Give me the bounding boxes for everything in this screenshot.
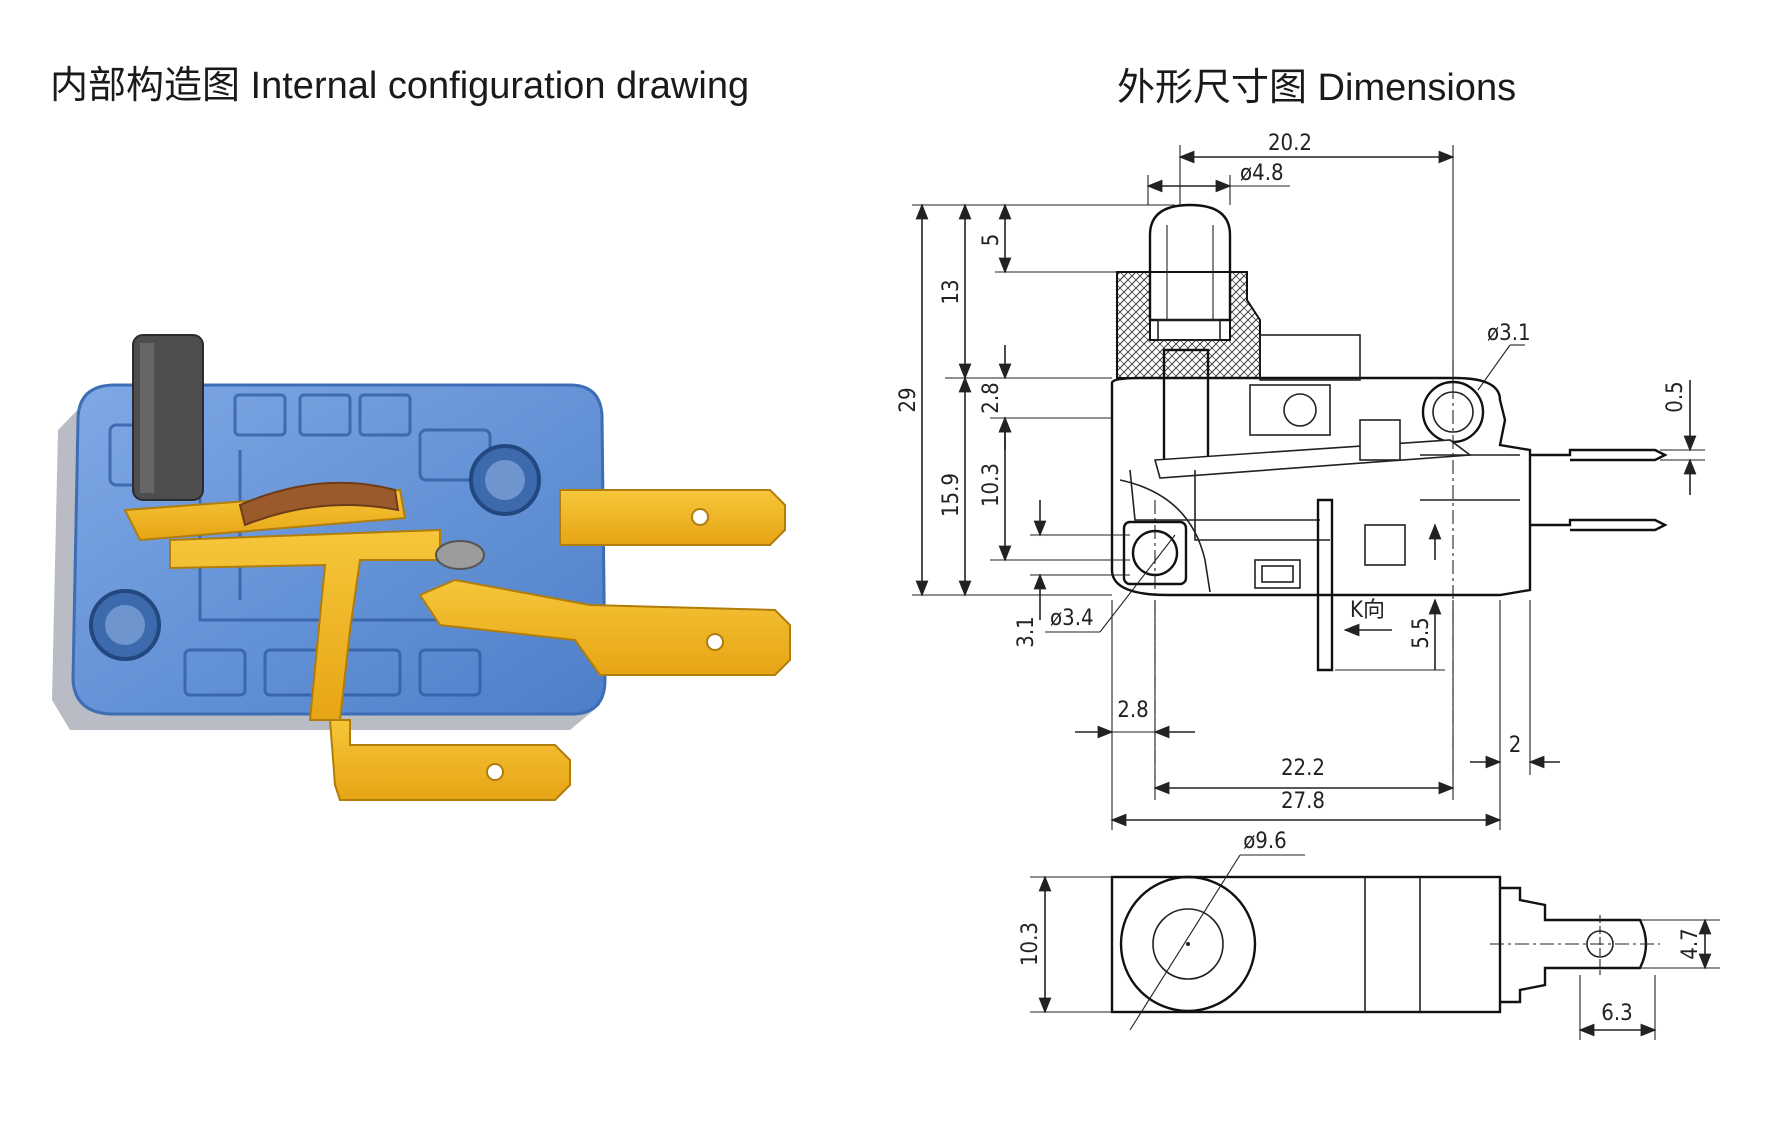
internal-configuration-illustration — [52, 334, 791, 801]
top-view-drawing — [1110, 875, 1660, 1014]
dim-10-3-top-view: 10.3 — [1018, 922, 1043, 966]
dim-10-3-vertical: 10.3 — [979, 463, 1004, 507]
top-view-plunger-outer — [1119, 875, 1257, 1013]
dim-phi-4-8: ø4.8 — [1240, 161, 1284, 186]
terminal-bottom — [1316, 498, 1334, 672]
k-direction-label: K向 — [1350, 598, 1385, 623]
top-view-dimension-lines — [1030, 854, 1720, 1040]
dim-20-2: 20.2 — [1268, 131, 1312, 156]
dim-22-2: 22.2 — [1281, 756, 1325, 781]
dim-phi-3-1: ø3.1 — [1487, 321, 1531, 346]
dim-5-5: 5.5 — [1409, 617, 1434, 648]
terminal-upper — [1530, 448, 1668, 462]
terminal-com — [328, 719, 571, 801]
dim-4-7: 4.7 — [1678, 928, 1703, 959]
common-frame — [169, 528, 441, 721]
terminal-lower — [1530, 518, 1668, 532]
plunger-cap — [1148, 203, 1232, 322]
dim-phi-9-6: ø9.6 — [1243, 829, 1287, 854]
dim-27-8: 27.8 — [1281, 789, 1325, 814]
internal-mechanism — [1129, 384, 1520, 589]
internal-drawing-title: 内部构造图 Internal configuration drawing — [50, 65, 750, 107]
dim-6-3: 6.3 — [1601, 1001, 1632, 1026]
dimensions-title: 外形尺寸图 Dimensions — [1117, 67, 1517, 109]
dim-2-8-vertical: 2.8 — [979, 382, 1004, 413]
dim-15-9: 15.9 — [939, 473, 964, 517]
contact-upper — [435, 540, 485, 570]
dim-5: 5 — [979, 234, 1004, 247]
dim-2-8-horizontal: 2.8 — [1117, 698, 1148, 723]
top-view-terminal — [1500, 886, 1648, 1004]
terminal-nc — [418, 578, 791, 676]
dim-29: 29 — [896, 387, 921, 412]
top-view-plunger-inner — [1152, 908, 1224, 980]
dim-13: 13 — [939, 279, 964, 304]
dim-0-5: 0.5 — [1663, 381, 1688, 412]
top-view-body — [1110, 875, 1502, 1014]
dim-3-1: 3.1 — [1014, 616, 1039, 647]
dim-phi-3-4: ø3.4 — [1050, 606, 1094, 631]
side-view-dimension-lines — [912, 145, 1705, 830]
spring — [238, 481, 400, 527]
side-view-drawing — [1110, 203, 1668, 780]
terminal-no — [559, 489, 786, 546]
dim-2: 2 — [1509, 733, 1522, 758]
